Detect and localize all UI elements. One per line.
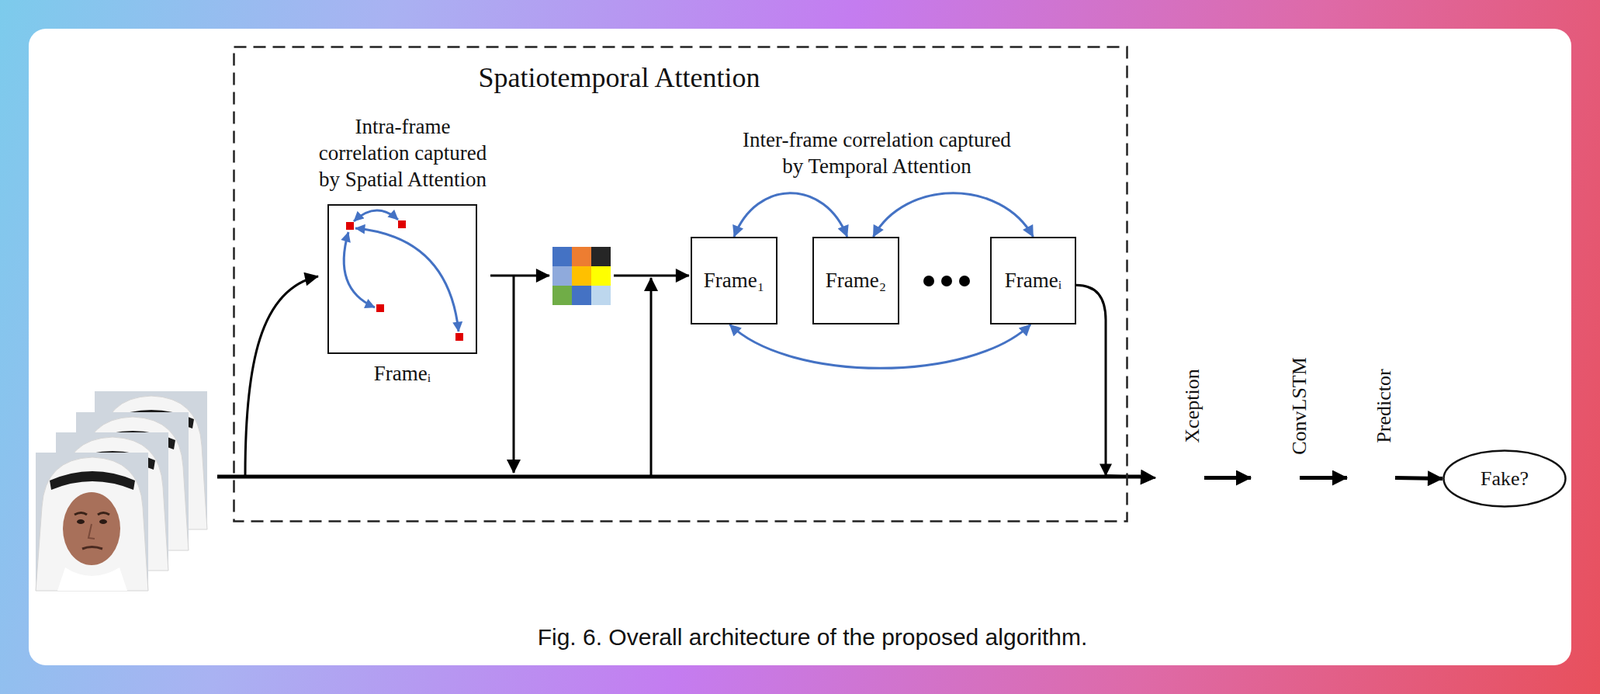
module-box: Predictor (1347, 394, 1396, 562)
output-ellipse: Fake? (1442, 449, 1567, 508)
node-label: Xception (1180, 368, 1205, 443)
connector (1395, 477, 1443, 479)
connector (1204, 475, 1251, 480)
map-cell (571, 266, 592, 286)
connector (1076, 284, 1156, 478)
frame-box: Frame₁ (690, 236, 778, 325)
annotation-label: Inter-frame correlation captured by Temp… (742, 126, 1012, 180)
node-label: Frameᵢ (374, 361, 431, 386)
node-label: Frameᵢ (1004, 268, 1062, 293)
figure-caption: Fig. 6. Overall architecture of the prop… (12, 623, 1600, 651)
map-cell (552, 285, 572, 305)
node-label: Frame₂ (825, 268, 887, 293)
map-cell (552, 246, 572, 267)
branch-arrow (245, 276, 319, 475)
branch-arrow (613, 274, 690, 278)
connector (734, 193, 848, 237)
face-frame (35, 452, 149, 591)
map-cell (552, 266, 572, 286)
ellipse-border (1444, 450, 1566, 507)
map-cell (591, 246, 611, 267)
feature-dot (346, 221, 354, 230)
node-label: Frame₁ (703, 268, 765, 293)
branch-arrow (650, 277, 653, 475)
ellipsis-dot (923, 275, 935, 287)
branch-arrow (512, 275, 516, 473)
ellipsis-dot (959, 275, 970, 287)
white-card (28, 28, 1572, 665)
node-label: Predictor (1372, 368, 1396, 443)
module-box: Xception (1155, 394, 1205, 562)
frame-box: Frameᵢ (327, 204, 478, 354)
frame-box: Frameᵢ (990, 236, 1077, 325)
node-label: ConvLSTM (1288, 356, 1312, 455)
main-line (217, 474, 1141, 479)
connector (872, 193, 1033, 237)
module-box: ConvLSTM (1250, 394, 1300, 562)
node-label: Fake? (1480, 467, 1529, 491)
region-title: Spatiotemporal Attention (478, 61, 761, 94)
spatial-arc (355, 228, 459, 332)
attention-map (552, 246, 611, 305)
annotation-label: Intra-frame correlation captured by Spat… (318, 113, 489, 193)
map-cell (591, 285, 611, 305)
ellipsis-dot (941, 275, 953, 287)
connector (729, 324, 1031, 368)
map-cell (571, 285, 592, 305)
branch-arrow (490, 274, 550, 278)
feature-dot (376, 304, 385, 312)
spatial-arc (353, 210, 399, 222)
feature-dot (398, 220, 406, 229)
feature-dot (455, 332, 464, 341)
frame-box: Frame₂ (812, 236, 900, 325)
map-cell (571, 246, 592, 267)
dashed-border (234, 47, 1128, 522)
spatial-arc (343, 232, 375, 308)
connector (1299, 475, 1348, 480)
map-cell (591, 266, 611, 286)
